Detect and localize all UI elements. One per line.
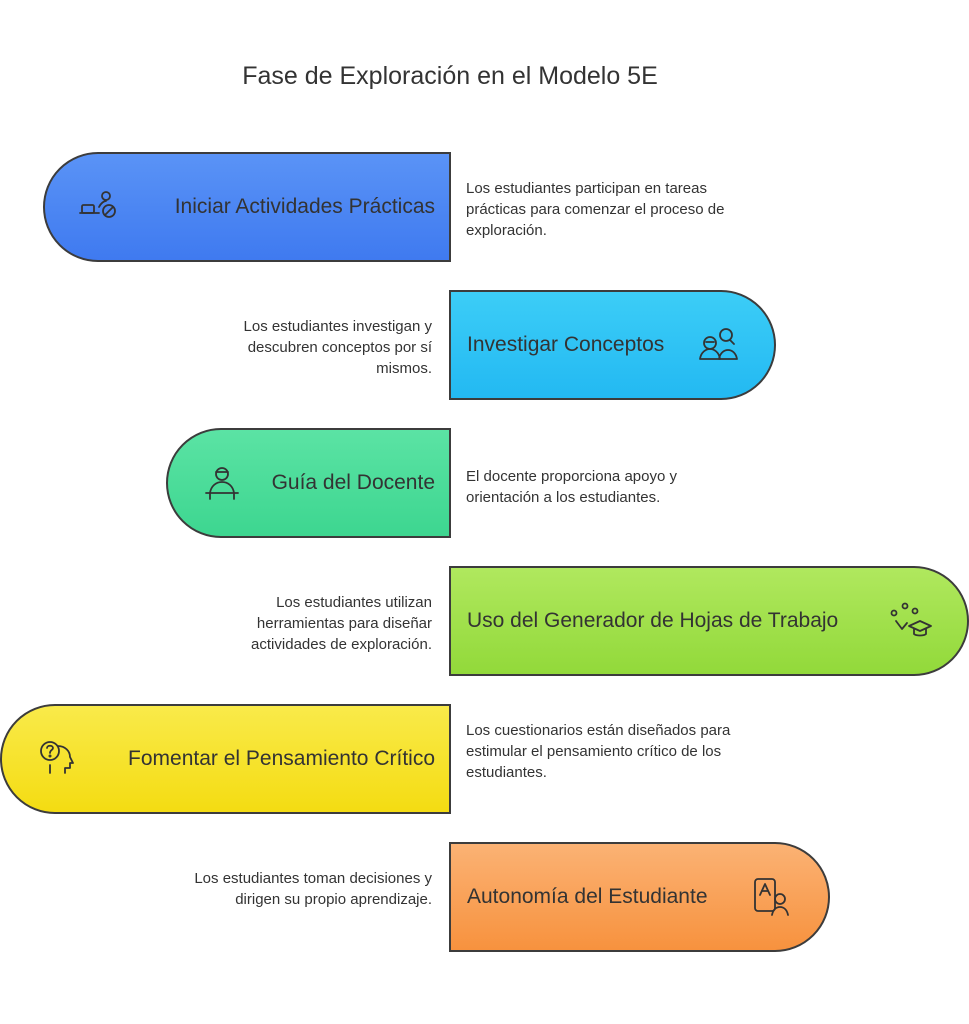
step-5-description: Los cuestionarios están diseñados para e… <box>466 722 731 781</box>
step-3-description: El docente proporciona apoyo y orientaci… <box>466 468 677 506</box>
step-2-pill: Investigar Conceptos <box>449 290 776 400</box>
step-3-label: Guía del Docente <box>271 471 435 494</box>
step-4-description: Los estudiantes utilizan herramientas pa… <box>251 594 432 653</box>
student-autonomy-icon <box>749 875 793 919</box>
step-3-pill: Guía del Docente <box>166 428 451 538</box>
step-5-pill: Fomentar el Pensamiento Crítico <box>0 704 451 814</box>
step-6-label: Autonomía del Estudiante <box>467 885 708 908</box>
diagram-title: Fase de Exploración en el Modelo 5E <box>242 62 658 90</box>
hands-on-activity-icon <box>79 185 123 229</box>
step-6-pill: Autonomía del Estudiante <box>449 842 830 952</box>
graduate-cap-icon <box>889 599 933 643</box>
step-2-description: Los estudiantes investigan y descubren c… <box>243 318 432 377</box>
step-1-label: Iniciar Actividades Prácticas <box>174 195 435 218</box>
step-5-label: Fomentar el Pensamiento Crítico <box>128 747 435 770</box>
step-2-label: Investigar Conceptos <box>467 333 665 356</box>
teacher-icon <box>200 461 244 505</box>
step-4-pill: Uso del Generador de Hojas de Trabajo <box>449 566 969 676</box>
step-1-pill: Iniciar Actividades Prácticas <box>43 152 451 262</box>
researchers-icon <box>697 323 741 367</box>
step-1-description: Los estudiantes participan en tareas prá… <box>466 180 725 239</box>
step-4-label: Uso del Generador de Hojas de Trabajo <box>467 609 839 632</box>
step-6-description: Los estudiantes toman decisiones y dirig… <box>194 870 432 908</box>
thinking-head-icon <box>36 737 80 781</box>
